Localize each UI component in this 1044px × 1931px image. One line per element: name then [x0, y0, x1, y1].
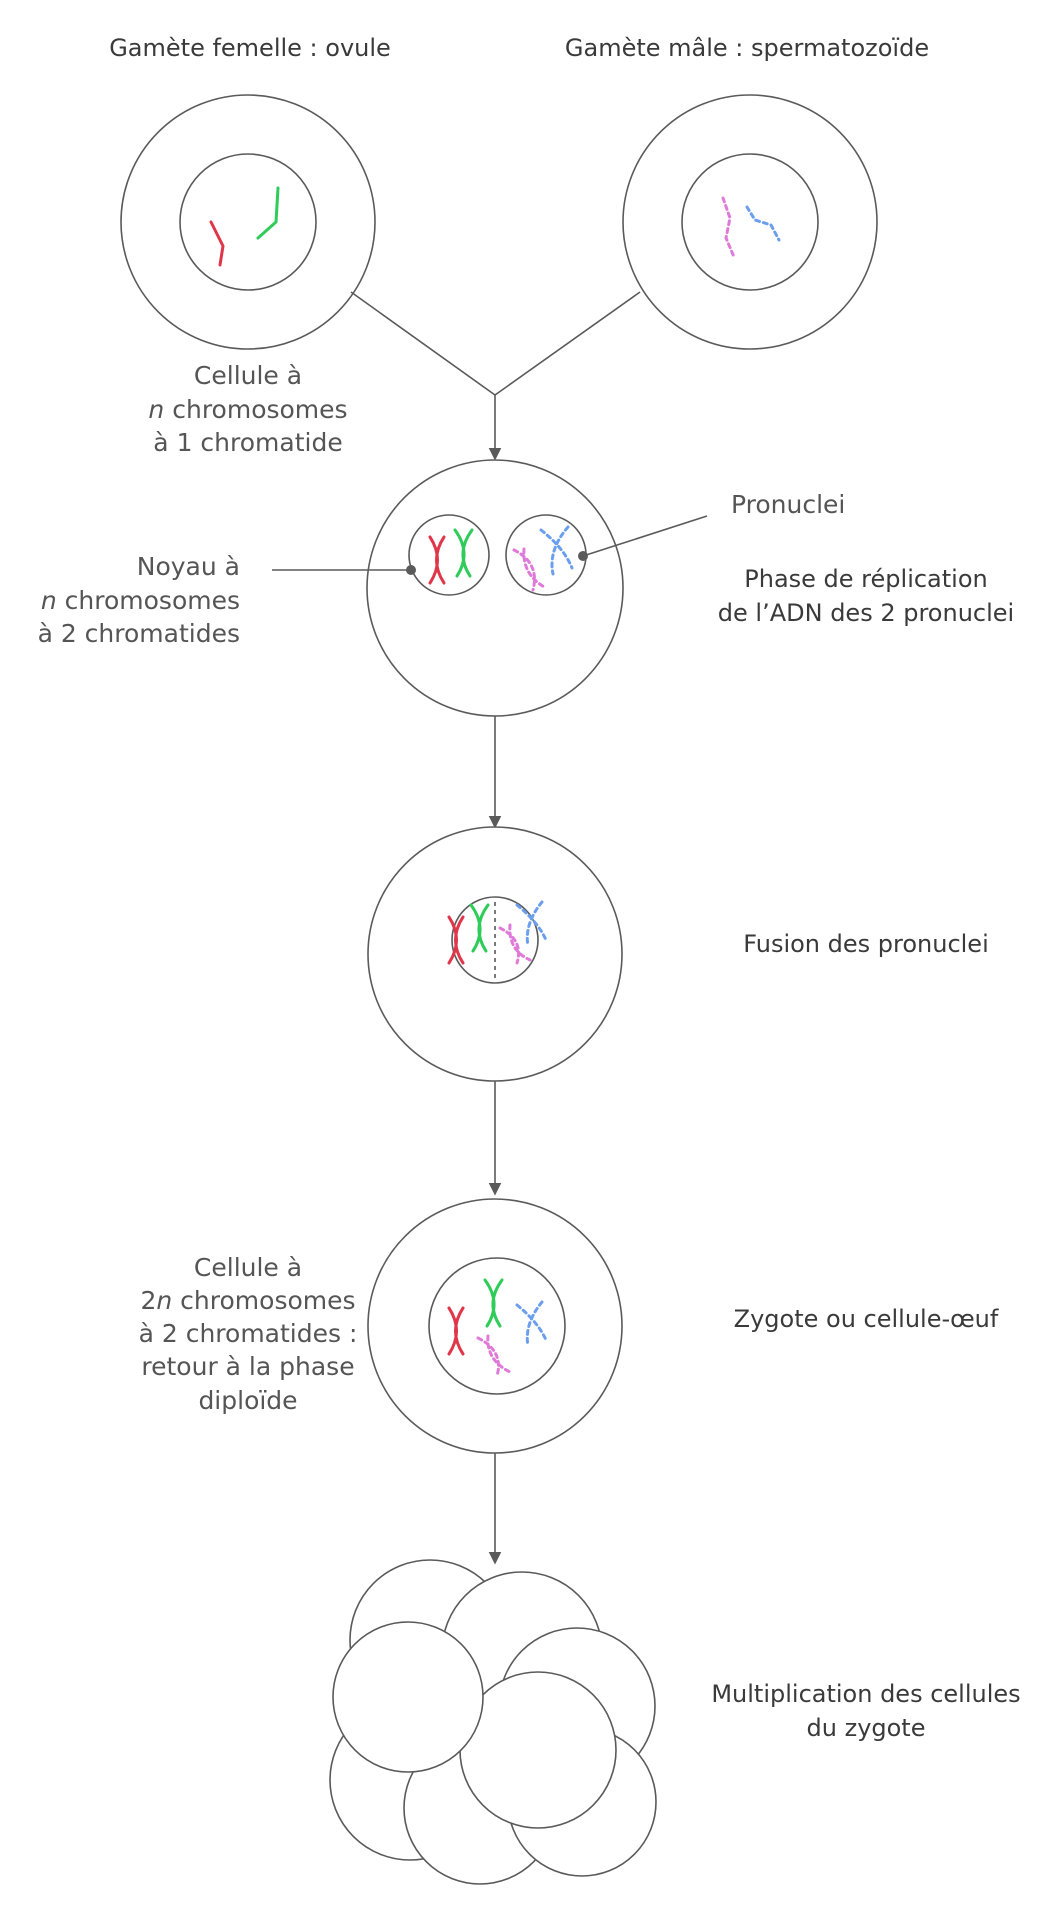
male-gamete-title: Gamète mâle : spermatozoïde	[565, 34, 929, 62]
green-x-chromosome	[453, 528, 474, 578]
svg-text:Multiplication des cellules: Multiplication des cellules	[711, 1680, 1020, 1708]
svg-text:diploïde: diploïde	[198, 1386, 297, 1415]
svg-text:Cellule à: Cellule à	[194, 361, 302, 390]
svg-text:à 1 chromatide: à 1 chromatide	[153, 428, 342, 457]
red-x-chromosome	[447, 915, 465, 965]
sperm-cell	[622, 94, 878, 350]
fusion-cell	[367, 826, 623, 1082]
sperm-nucleus	[681, 153, 819, 291]
svg-text:Cellule à: Cellule à	[194, 1253, 302, 1282]
zygote-nucleus	[428, 1257, 566, 1395]
pink-x-chromosome	[476, 1334, 512, 1378]
multiplication-step-label: Multiplication des cellules du zygote	[711, 1680, 1020, 1742]
blue-x-chromosome	[515, 900, 548, 948]
svg-text:Phase de réplication: Phase de réplication	[744, 565, 987, 593]
pink-x-chromosome	[512, 547, 548, 592]
pink-x-chromosome	[498, 923, 532, 965]
svg-text:retour à la phase: retour à la phase	[141, 1352, 354, 1381]
female-pronucleus	[408, 514, 490, 596]
green-x-chromosome	[469, 903, 490, 953]
blue-chromosome	[745, 205, 781, 242]
fused-nucleus	[451, 896, 539, 984]
red-x-chromosome	[428, 535, 446, 585]
blue-x-chromosome	[515, 1300, 548, 1348]
zygote-step-label: Zygote ou cellule-œuf	[734, 1305, 999, 1333]
green-x-chromosome	[483, 1278, 504, 1328]
zygote-cell	[367, 1198, 623, 1454]
svg-text:de l’ADN des 2 pronuclei: de l’ADN des 2 pronuclei	[718, 599, 1014, 627]
female-gamete-title: Gamète femelle : ovule	[109, 34, 391, 62]
svg-text:à 2 chromatides: à 2 chromatides	[38, 619, 240, 648]
pronuclei-pointer	[582, 515, 708, 557]
red-x-chromosome	[447, 1306, 465, 1356]
blue-x-chromosome	[539, 525, 574, 576]
green-chromosome	[256, 186, 280, 240]
nucleus-label: Noyau à n chromosomes à 2 chromatides	[38, 552, 240, 648]
sperm-connector	[494, 291, 641, 396]
red-chromosome	[209, 220, 225, 267]
pronuclei-pointer-dot	[578, 551, 588, 561]
ovule-cell	[120, 94, 376, 350]
ovule-connector	[350, 291, 496, 396]
haploid-cell-label: Cellule à n chromosomes à 1 chromatide	[148, 361, 347, 457]
cell-cluster	[329, 1559, 657, 1885]
pink-chromosome	[721, 196, 736, 259]
svg-text:à 2 chromatides :: à 2 chromatides :	[139, 1319, 358, 1348]
pronuclei-label: Pronuclei	[731, 490, 845, 519]
svg-text:2n chromosomes: 2n chromosomes	[140, 1286, 355, 1315]
svg-text:du zygote: du zygote	[807, 1714, 926, 1742]
nucleus-pointer-dot	[406, 565, 416, 575]
ovule-nucleus	[179, 153, 317, 291]
diploid-cell-label: Cellule à 2n chromosomes à 2 chromatides…	[139, 1253, 358, 1415]
replication-cell	[366, 459, 624, 717]
svg-text:n chromosomes: n chromosomes	[41, 586, 240, 615]
replication-step-label: Phase de réplication de l’ADN des 2 pron…	[718, 565, 1014, 627]
male-pronucleus	[505, 514, 587, 596]
svg-text:n chromosomes: n chromosomes	[148, 395, 347, 424]
daughter-cell	[332, 1621, 484, 1773]
fusion-step-label: Fusion des pronuclei	[743, 930, 989, 958]
svg-text:Noyau à: Noyau à	[137, 552, 240, 581]
